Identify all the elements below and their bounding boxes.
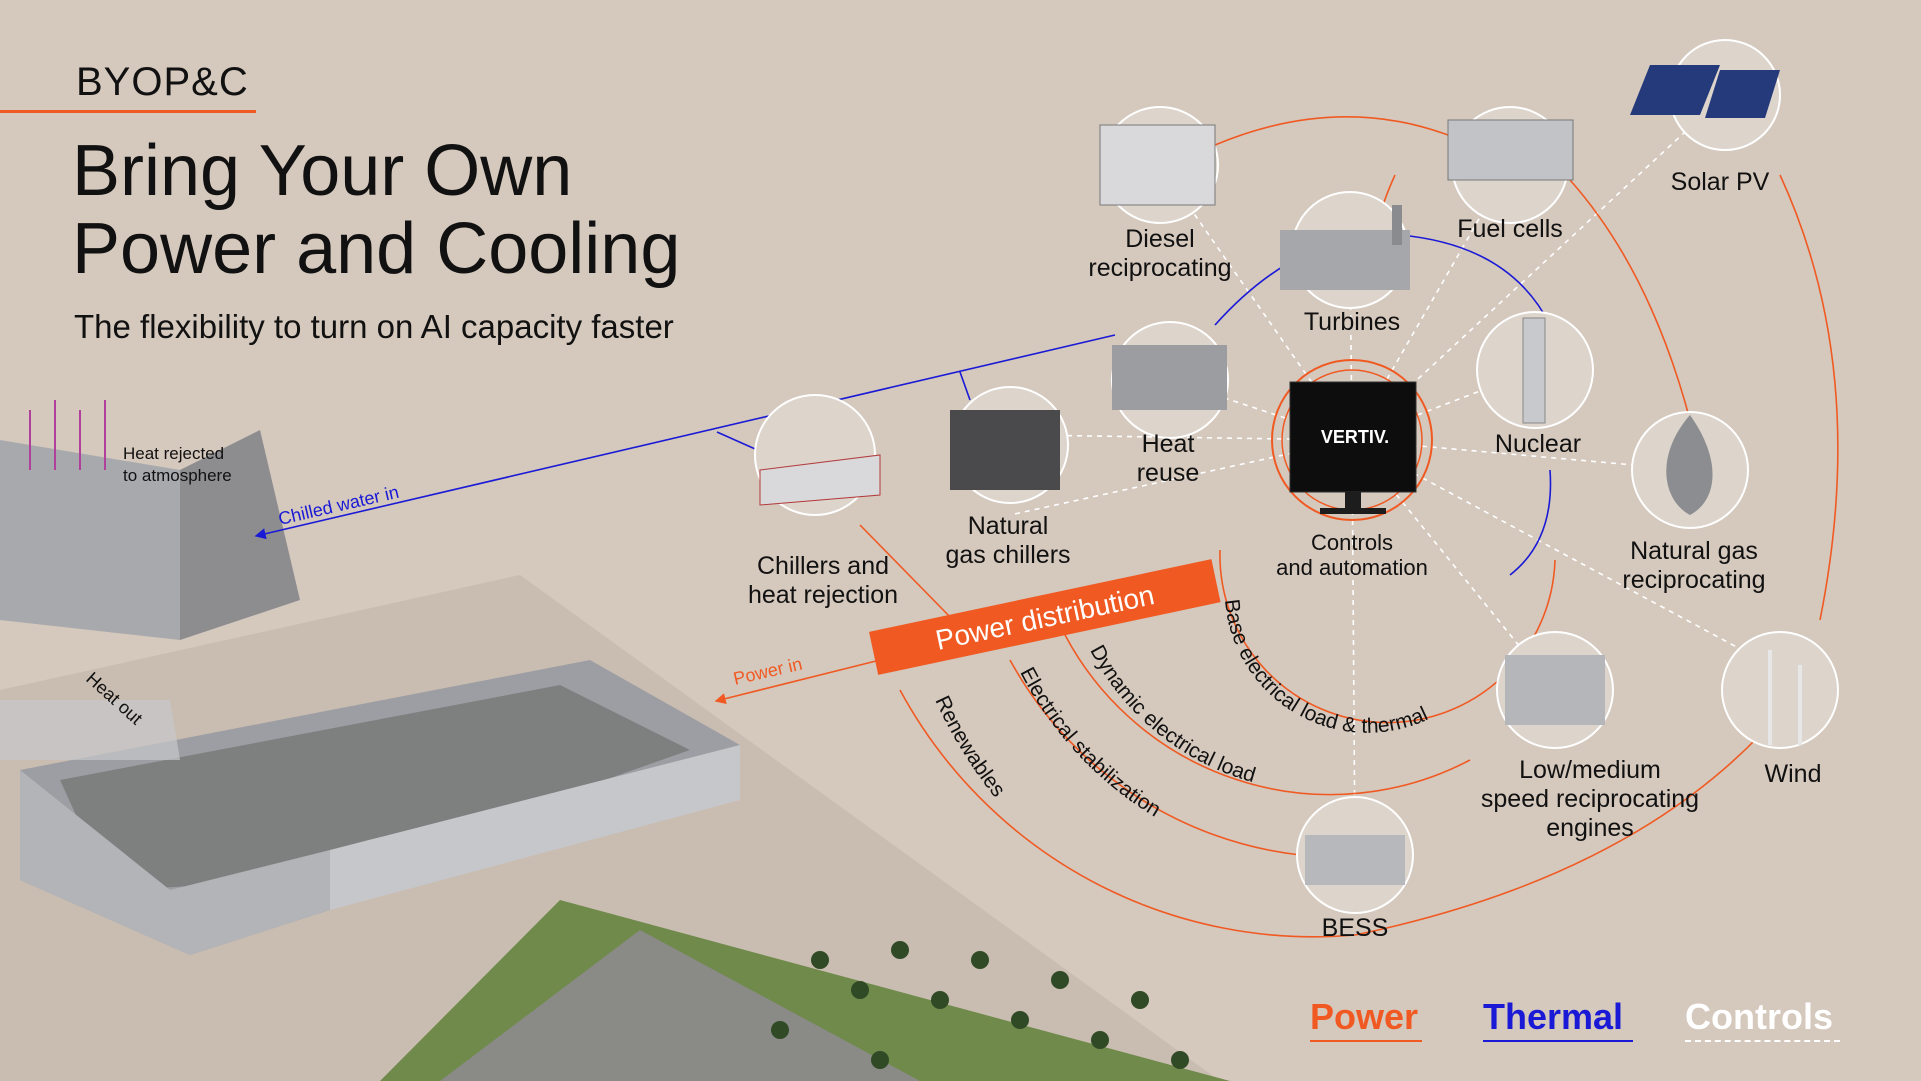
brand-underline bbox=[0, 110, 256, 113]
heat-rejection-plumes bbox=[29, 400, 106, 470]
label-diesel: Diesel reciprocating bbox=[1088, 225, 1232, 282]
label-renewables: Renewables bbox=[930, 692, 1009, 801]
brand-label: BYOP&C bbox=[76, 60, 249, 104]
legend-power-underline bbox=[1310, 1040, 1422, 1042]
vertiv-monitor: VERTIV. bbox=[1271, 359, 1433, 521]
power-distribution-banner: Power distribution bbox=[869, 559, 1221, 675]
label-nuclear: Nuclear bbox=[1494, 430, 1582, 458]
label-bess: BESS bbox=[1321, 914, 1389, 942]
label-electrical-stabilization: Electrical stabilization bbox=[1016, 664, 1165, 822]
legend-thermal-underline bbox=[1483, 1040, 1633, 1042]
legend-controls: Controls bbox=[1685, 996, 1833, 1037]
page-title: Bring Your Own Power and Cooling bbox=[72, 131, 681, 289]
heat-rejected-label: Heat rejected to atmosphere bbox=[123, 444, 232, 485]
label-turbines: Turbines bbox=[1303, 308, 1401, 336]
label-natural-gas-reciprocating: Natural gas reciprocating bbox=[1622, 537, 1766, 594]
trees bbox=[771, 941, 1189, 1069]
label-fuel-cells: Fuel cells bbox=[1457, 215, 1563, 243]
vertiv-logo-text: VERTIV. bbox=[1321, 427, 1389, 447]
label-engines: Low/medium speed reciprocating engines bbox=[1480, 756, 1700, 842]
chilled-water-label: Chilled water in bbox=[276, 482, 400, 529]
label-heat-reuse: Heat reuse bbox=[1136, 430, 1200, 487]
page-subtitle: The flexibility to turn on AI capacity f… bbox=[74, 308, 674, 345]
data-center-campus bbox=[0, 430, 1230, 1081]
label-controls-automation: Controls and automation bbox=[1276, 530, 1428, 580]
label-chillers-heat-rejection: Chillers and heat rejection bbox=[747, 552, 899, 609]
label-base-electrical: Base electrical load & thermal bbox=[1220, 598, 1431, 738]
power-in-label: Power in bbox=[731, 654, 804, 689]
legend-power: Power bbox=[1310, 996, 1419, 1037]
label-solar-pv: Solar PV bbox=[1670, 168, 1770, 196]
label-natural-gas-chillers: Natural gas chillers bbox=[945, 512, 1071, 569]
equipment-glyphs bbox=[759, 65, 1802, 885]
label-wind: Wind bbox=[1764, 760, 1822, 788]
legend-controls-underline bbox=[1685, 1040, 1840, 1042]
legend-thermal: Thermal bbox=[1483, 996, 1624, 1037]
